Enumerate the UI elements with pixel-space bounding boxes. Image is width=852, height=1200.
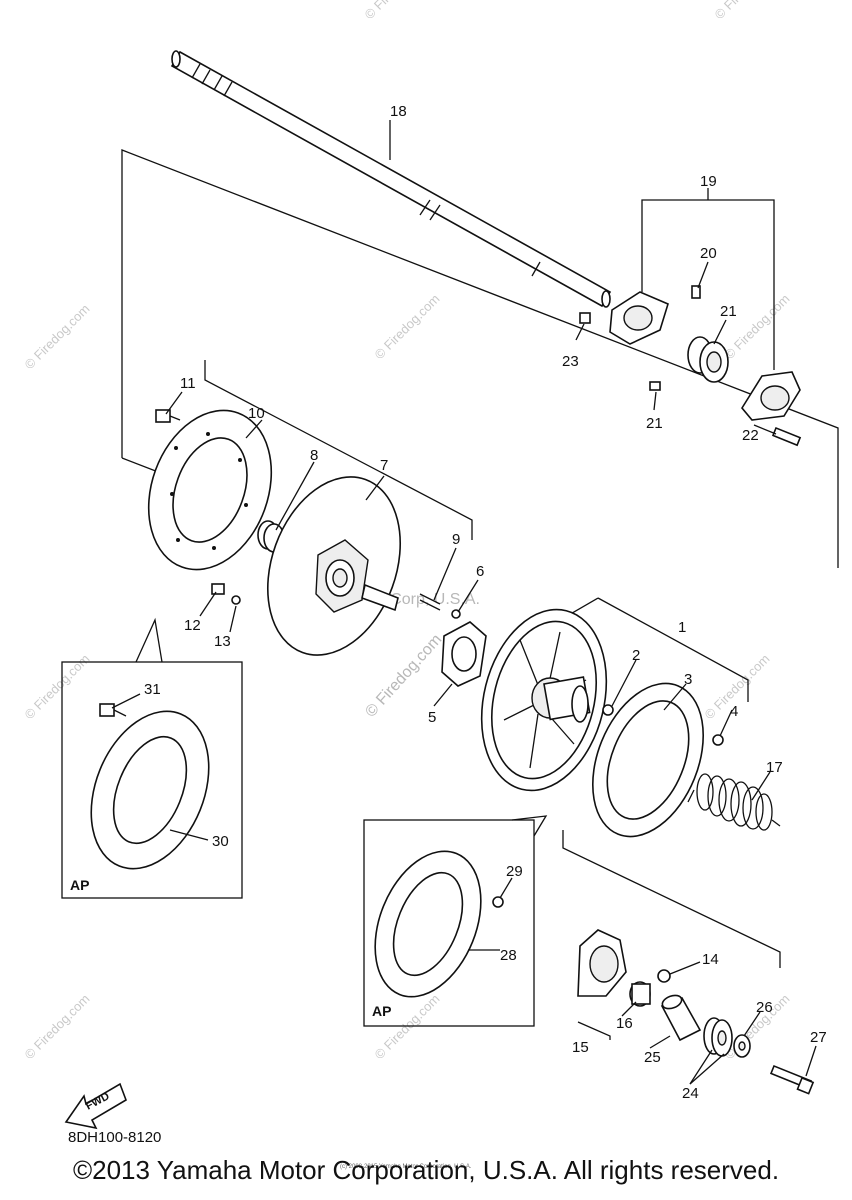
small-print: (c) 2008-2015 Yamaha Motor Corporation, … xyxy=(340,1164,472,1170)
nut xyxy=(602,704,724,746)
stud xyxy=(419,593,441,611)
bushing xyxy=(629,981,651,1007)
watermark: © Firedog.com xyxy=(22,301,93,372)
callout-29: 29 xyxy=(506,863,523,880)
diagram-code: 8DH100-8120 xyxy=(68,1129,161,1146)
callout-21: 20 xyxy=(700,245,717,262)
watermark: © Firedog.com xyxy=(22,991,93,1062)
callout-24: 24 xyxy=(682,1085,699,1102)
callout-6: 6 xyxy=(476,563,484,580)
callout-10: 10 xyxy=(248,405,265,422)
bolt xyxy=(769,1064,815,1095)
callouts: 18 19 20 21 23 21 22 11 10 8 7 9 6 12 13… xyxy=(70,103,827,1102)
washer xyxy=(703,1017,751,1058)
grease-nipples xyxy=(579,285,701,391)
watermark: © Firedog.com xyxy=(722,291,793,362)
watermark: © Firedog.com xyxy=(362,0,433,22)
shaft xyxy=(170,50,612,308)
bearing-housing-top xyxy=(609,291,669,345)
hub-disc xyxy=(266,476,402,656)
callout-15: 15 xyxy=(572,1039,589,1056)
callout-31: 31 xyxy=(144,681,161,698)
callout-26: 26 xyxy=(756,999,773,1016)
callout-4: 4 xyxy=(730,703,738,720)
sleeve xyxy=(660,994,702,1042)
callout-23: 23 xyxy=(562,353,579,370)
inset-box-right xyxy=(363,815,548,1027)
collar xyxy=(257,520,285,553)
callout-3: 3 xyxy=(684,671,692,688)
callout-20: 21 xyxy=(720,303,737,320)
brake-disc xyxy=(147,409,273,571)
inset-label-right: AP xyxy=(372,1003,391,1019)
bearing xyxy=(687,336,729,383)
callout-30: 30 xyxy=(212,833,229,850)
spring xyxy=(687,773,781,831)
bolt xyxy=(211,583,461,619)
fwd-arrow-icon: FWD xyxy=(64,1082,127,1130)
callout-25: 25 xyxy=(644,1049,661,1066)
callout-5: 5 xyxy=(428,709,436,726)
callout-18: 18 xyxy=(390,103,407,120)
callout-2: 2 xyxy=(632,647,640,664)
callout-8: 8 xyxy=(310,447,318,464)
callout-9: 9 xyxy=(452,531,460,548)
callout-22: 22 xyxy=(742,427,759,444)
watermark-diagonal: © Firedog.com xyxy=(362,631,445,721)
callout-1: 1 xyxy=(678,619,686,636)
bolt xyxy=(771,426,802,447)
copyright-notice: ©2013 Yamaha Motor Corporation, U.S.A. A… xyxy=(72,1155,780,1185)
gasket xyxy=(441,621,487,687)
callout-21b: 21 xyxy=(646,415,663,432)
callout-11: 11 xyxy=(180,375,196,392)
callout-27: 27 xyxy=(810,1029,827,1046)
inset-box-left xyxy=(61,617,243,899)
watermark: © Firedog.com xyxy=(372,291,443,362)
callout-7: 7 xyxy=(380,457,388,474)
callout-19: 19 xyxy=(700,173,717,190)
callout-16: 16 xyxy=(616,1015,633,1032)
watermark: © Firedog.com xyxy=(712,0,783,22)
callout-13: 13 xyxy=(214,633,231,650)
bearing-housing-bottom xyxy=(741,371,801,421)
callout-12: 12 xyxy=(184,617,201,634)
inset-label-left: AP xyxy=(70,877,89,893)
sheave-disc xyxy=(591,682,705,838)
callout-17: 17 xyxy=(766,759,783,776)
cam xyxy=(577,929,627,997)
leader-lines xyxy=(111,120,817,1085)
callout-28: 28 xyxy=(500,947,517,964)
nut xyxy=(657,969,671,983)
callout-14: 14 xyxy=(702,951,719,968)
secondary-sheave xyxy=(480,608,608,792)
